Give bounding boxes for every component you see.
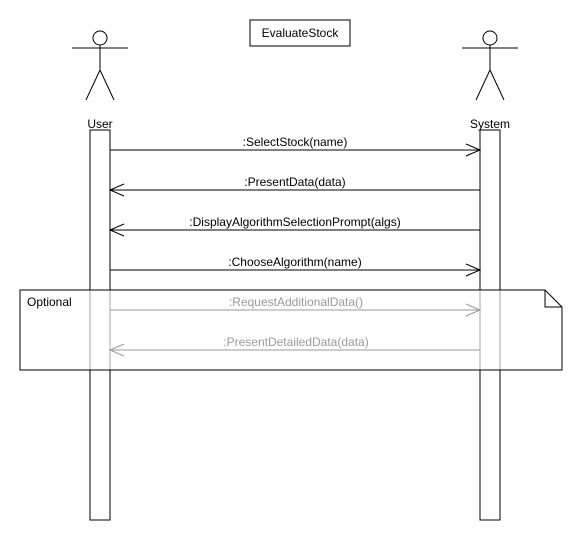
message-request-additional-data: :RequestAdditionalData() xyxy=(110,295,482,317)
actor-user-label: User xyxy=(87,117,112,131)
message-label: :ChooseAlgorithm(name) xyxy=(228,255,361,269)
actor-user: User xyxy=(72,30,128,521)
message-label: :PresentDetailedData(data) xyxy=(223,335,368,349)
message-label: :PresentData(data) xyxy=(244,175,345,189)
diagram-title: EvaluateStock xyxy=(249,19,351,47)
title-text: EvaluateStock xyxy=(262,26,340,40)
arrowhead-right-icon xyxy=(465,143,482,157)
message-label: :RequestAdditionalData() xyxy=(229,295,363,309)
message-select-stock: :SelectStock(name) xyxy=(110,135,482,157)
arrowhead-right-icon xyxy=(465,263,482,277)
arrowhead-left-icon xyxy=(108,343,125,357)
actor-system-label: System xyxy=(470,117,510,131)
arrowhead-left-icon xyxy=(108,183,125,197)
fragment-fold-corner xyxy=(544,290,562,308)
message-label: :SelectStock(name) xyxy=(243,135,348,149)
stick-figure-icon xyxy=(462,30,518,101)
arrowhead-right-icon xyxy=(465,303,482,317)
message-present-data: :PresentData(data) xyxy=(108,175,480,197)
message-label: :DisplayAlgorithmSelectionPrompt(algs) xyxy=(189,215,400,229)
message-choose-algorithm: :ChooseAlgorithm(name) xyxy=(110,255,482,277)
message-display-algorithm-prompt: :DisplayAlgorithmSelectionPrompt(algs) xyxy=(108,215,480,237)
actor-system: System xyxy=(462,30,518,521)
stick-figure-icon xyxy=(72,30,128,101)
title-box xyxy=(249,19,351,47)
message-present-detailed-data: :PresentDetailedData(data) xyxy=(108,335,480,357)
fragment-label: Optional xyxy=(27,295,72,309)
arrowhead-left-icon xyxy=(108,223,125,237)
